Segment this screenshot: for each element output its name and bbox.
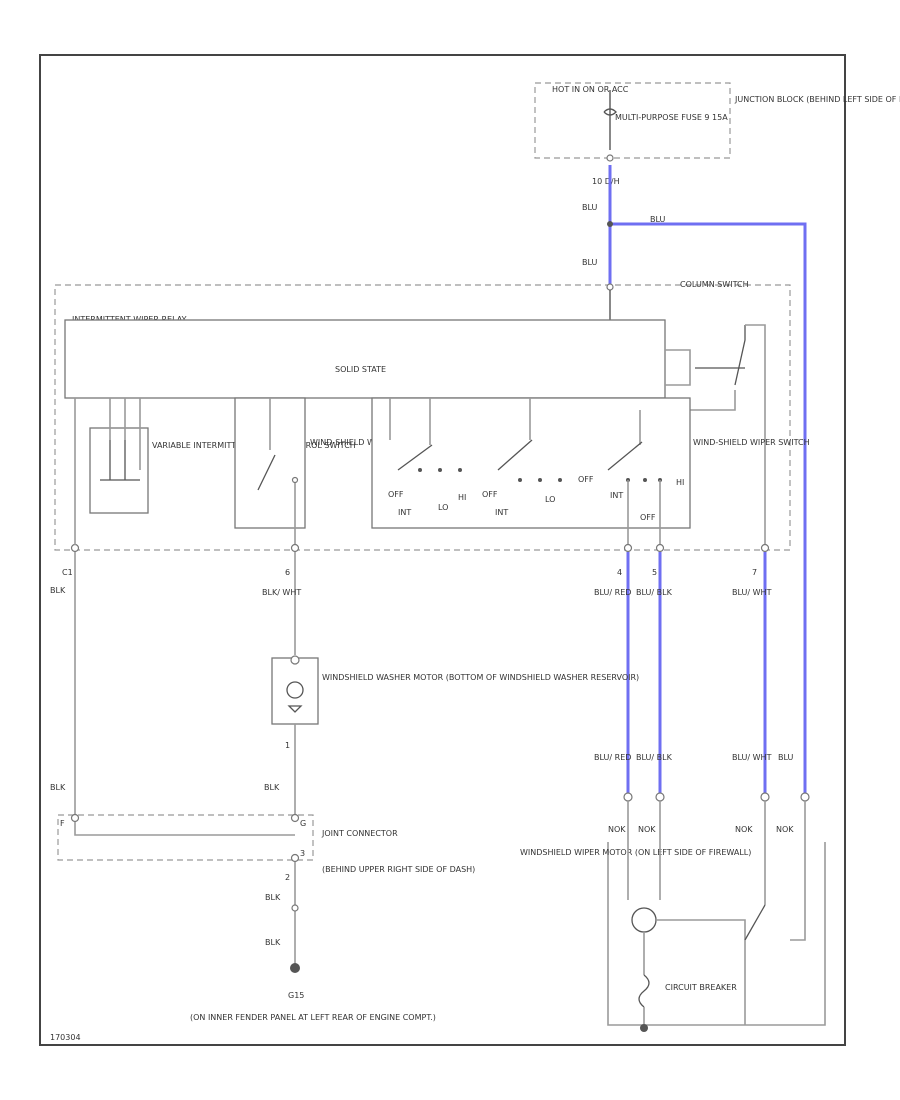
pin-f: F [60, 819, 65, 828]
wire-blu-1: BLU [582, 203, 598, 212]
column-switch-terminal [606, 283, 614, 291]
motor-terminal-1 [623, 792, 633, 802]
wire-blu-3: BLU [582, 258, 598, 267]
wiper-motor-label: WINDSHIELD WIPER MOTOR (ON LEFT SIDE OF … [520, 848, 751, 857]
junction-block-box [534, 82, 731, 159]
supply-wire-blue-branch [610, 222, 807, 795]
diagram-code: 170304 [50, 1033, 81, 1042]
pos-int-1: INT [398, 508, 411, 517]
wiper-switch-label: WIND-SHIELD WIPER SWITCH [693, 438, 810, 447]
wire-blu-4: BLU [778, 753, 794, 762]
joint-connector-box [57, 814, 314, 861]
pos-lo-2: LO [545, 495, 555, 504]
hot-label: HOT IN ON OR ACC [552, 85, 629, 94]
terminal-6 [290, 543, 300, 553]
wiper-switch-icon [389, 398, 662, 545]
pin-7: 7 [752, 568, 757, 577]
wire-blu-wht-1: BLU/ WHT [732, 588, 772, 597]
wire-blu-blk-2: BLU/ BLK [636, 753, 673, 762]
intermittent-wiper-relay [64, 319, 666, 399]
washer-motor-box [271, 657, 319, 725]
wire-blk-wht-1: BLK/ WHT [262, 588, 301, 597]
washer-motor-label: WINDSHIELD WASHER MOTOR (BOTTOM OF WINDS… [322, 673, 639, 682]
pin-1: 1 [285, 741, 290, 750]
fuse-terminal [606, 154, 614, 162]
wire-blu-2: BLU [650, 215, 666, 224]
pos-off-3: OFF [578, 475, 594, 484]
motor-ground-icon [640, 1024, 648, 1032]
wire-blu-red-2: BLU/ RED [594, 753, 631, 762]
pin-6: 6 [285, 568, 290, 577]
pos-hi-1: HI [458, 493, 466, 502]
terminal-f [70, 813, 80, 823]
wire-blu-wht-2: BLU/ WHT [732, 753, 772, 762]
pos-int-2: INT [495, 508, 508, 517]
wire-blk-1: BLK [50, 586, 66, 595]
motor-terminal-4 [800, 792, 810, 802]
pos-lo: LO [438, 503, 448, 512]
wiper-motor-icon [627, 801, 806, 1025]
ground-icon [290, 963, 300, 973]
pin-c1: C1 [62, 568, 73, 577]
variable-intermittent-switch-box [89, 427, 149, 514]
connector-top-label: 10 D/H [592, 177, 620, 186]
splice-dot [607, 221, 613, 227]
wire-blk-5: BLK [265, 938, 281, 947]
terminal-c1 [70, 543, 80, 553]
pos-int-3: INT [610, 491, 623, 500]
wiper-switch-box [371, 397, 691, 529]
nok-4: NOK [776, 825, 794, 834]
wiper-motor-housing [607, 842, 826, 1026]
terminal-5 [655, 543, 665, 553]
wire-blu-red-1: BLU/ RED [594, 588, 631, 597]
variable-switch-icon [100, 398, 141, 481]
diagram-frame [39, 54, 846, 1046]
fuse-icon [603, 90, 617, 150]
nok-2: NOK [638, 825, 656, 834]
ground-connector [291, 904, 299, 912]
terminal-g [290, 813, 300, 823]
nok-3: NOK [735, 825, 753, 834]
pin-g: G [300, 819, 306, 828]
pin-4: 4 [617, 568, 622, 577]
motor-terminal-3 [760, 792, 770, 802]
wire-blk-2: BLK [50, 783, 66, 792]
column-switch-label: COLUMN SWITCH [680, 280, 749, 289]
pos-hi-2: HI [676, 478, 684, 487]
wire-blk-3: BLK [264, 783, 280, 792]
circuit-breaker-label: CIRCUIT BREAKER [665, 983, 737, 992]
pin-3: 3 [300, 849, 305, 858]
joint-wire [74, 822, 295, 836]
terminal-4 [623, 543, 633, 553]
pin-5: 5 [652, 568, 657, 577]
pos-off-2: OFF [482, 490, 498, 499]
fuse-label: MULTI-PURPOSE FUSE 9 15A [615, 113, 728, 122]
behind-upper-label: (BEHIND UPPER RIGHT SIDE OF DASH) [322, 865, 475, 874]
joint-terminal-3 [290, 853, 300, 863]
washer-motor-icon [286, 655, 304, 713]
solid-state-label: SOLID STATE [335, 365, 386, 374]
wire-blu-blk-1: BLU/ BLK [636, 588, 673, 597]
ground-location: (ON INNER FENDER PANEL AT LEFT REAR OF E… [190, 1013, 436, 1022]
joint-connector-label: JOINT CONNECTOR [321, 829, 398, 838]
pin-2: 2 [285, 873, 290, 882]
pos-off-1: OFF [388, 490, 404, 499]
ground-id: G15 [288, 991, 304, 1000]
terminal-7 [760, 543, 770, 553]
nok-1: NOK [608, 825, 626, 834]
motor-terminal-2 [655, 792, 665, 802]
junction-block-label: JUNCTION BLOCK (BEHIND LEFT SIDE OF DASH… [734, 95, 900, 104]
circuit-breaker-icon [638, 974, 650, 1025]
wire-blk-4: BLK [265, 893, 281, 902]
pos-off-4: OFF [640, 513, 656, 522]
washer-switch-icon [257, 398, 299, 545]
